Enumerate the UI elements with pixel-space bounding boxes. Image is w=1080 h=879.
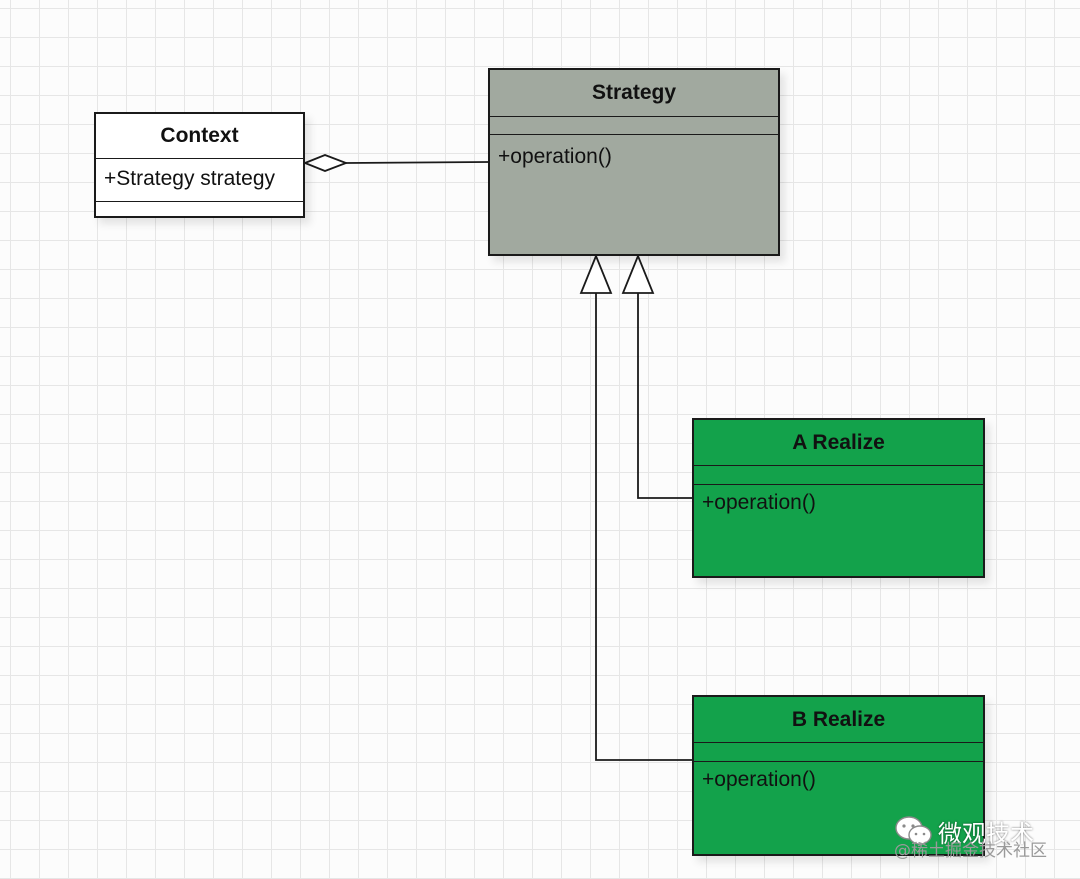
b-realize-class-name: B Realize — [694, 697, 983, 743]
context-attributes: +Strategy strategy — [96, 159, 303, 202]
context-attribute-strategy: +Strategy strategy — [104, 167, 276, 190]
strategy-attributes — [490, 117, 778, 135]
watermark-title: 微观技术 — [938, 820, 1034, 848]
b-realize-operation: +operation() — [702, 768, 816, 791]
generalization-line-b — [595, 293, 692, 761]
a-realize-attributes — [694, 466, 983, 485]
context-class[interactable]: Context +Strategy strategy — [94, 112, 305, 218]
context-operations — [96, 202, 303, 216]
strategy-operation: +operation() — [498, 145, 612, 168]
wechat-icon — [895, 816, 932, 845]
strategy-operations: +operation() — [490, 135, 778, 254]
b-realize-operations: +operation() — [694, 762, 983, 854]
b-realize-attributes — [694, 743, 983, 762]
generalization-line-a — [637, 293, 692, 499]
a-realize-class[interactable]: A Realize +operation() — [692, 418, 985, 578]
strategy-class[interactable]: Strategy +operation() — [488, 68, 780, 256]
watermark-source: @稀土掘金技术社区 — [894, 841, 1047, 861]
a-realize-class-name: A Realize — [694, 420, 983, 466]
generalization-arrow-b — [579, 253, 613, 294]
aggregation-diamond — [302, 154, 349, 172]
context-class-name: Context — [96, 114, 303, 159]
a-realize-operations: +operation() — [694, 485, 983, 576]
watermark: 微观技术 @稀土掘金技术社区 — [894, 812, 1064, 862]
a-realize-operation: +operation() — [702, 491, 816, 514]
b-realize-class[interactable]: B Realize +operation() — [692, 695, 985, 856]
strategy-class-name: Strategy — [490, 70, 778, 117]
generalization-arrow-a — [621, 253, 655, 294]
aggregation-line — [345, 161, 489, 164]
